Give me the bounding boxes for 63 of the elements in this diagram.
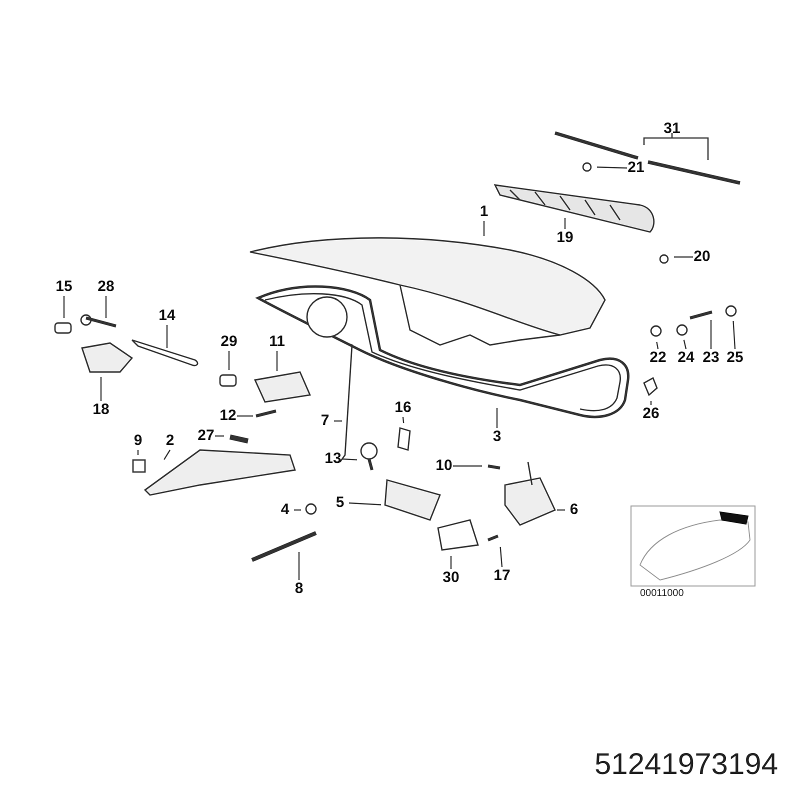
callout-number: 23 [698, 349, 724, 367]
leader-line [683, 340, 687, 350]
leader-line [237, 415, 253, 417]
drawing-number: 00011000 [640, 588, 684, 599]
leader-line [402, 416, 404, 424]
leader-line [348, 502, 382, 506]
leader-line [298, 552, 300, 580]
leader-line [656, 342, 659, 350]
leader-line [710, 320, 712, 349]
callout-number: 26 [638, 405, 664, 423]
callout-number: 31 [659, 120, 685, 138]
callout-number: 10 [431, 457, 457, 475]
callout-number: 17 [489, 567, 515, 585]
leader-line [453, 465, 482, 467]
leader-line [137, 450, 139, 455]
leader-line [105, 296, 107, 318]
callout-number: 2 [157, 432, 183, 450]
callout-number: 3 [484, 428, 510, 446]
callout-number: 13 [320, 450, 346, 468]
part-number: 51241973194 [594, 748, 778, 782]
leader-line [732, 320, 736, 350]
callout-number: 16 [390, 399, 416, 417]
leader-line [496, 408, 498, 428]
callout-number: 27 [193, 427, 219, 445]
leader-line [276, 351, 278, 371]
leader-line [483, 221, 485, 236]
leader-line [215, 435, 224, 437]
callout-number: 1 [471, 203, 497, 221]
leader-line [564, 218, 566, 229]
leader-line [450, 556, 452, 569]
callout-number: 21 [623, 159, 649, 177]
leader-line [164, 450, 171, 460]
callout-number: 25 [722, 349, 748, 367]
callout-number: 12 [215, 407, 241, 425]
leader-line [294, 509, 301, 511]
callout-number: 9 [125, 432, 151, 450]
callout-number: 29 [216, 333, 242, 351]
callout-number: 7 [312, 412, 338, 430]
callout-number: 4 [272, 501, 298, 519]
callout-number: 22 [645, 349, 671, 367]
callout-number: 5 [327, 494, 353, 512]
callout-number: 19 [552, 229, 578, 247]
leader-line [596, 166, 628, 169]
callout-number: 18 [88, 401, 114, 419]
leader-line [334, 420, 342, 422]
leader-line [342, 458, 358, 460]
callout-number: 15 [51, 278, 77, 296]
callout-number: 20 [689, 248, 715, 266]
callout-number: 11 [264, 333, 290, 351]
callout-number: 28 [93, 278, 119, 296]
leader-line [166, 325, 168, 348]
leader-line [674, 256, 693, 258]
callout-number: 14 [154, 307, 180, 325]
callout-number: 30 [438, 569, 464, 587]
leader-line [228, 351, 230, 370]
leader-line [100, 377, 102, 401]
callout-number: 8 [286, 580, 312, 598]
callout-number: 24 [673, 349, 699, 367]
leader-line [557, 509, 565, 511]
callout-number: 6 [561, 501, 587, 519]
leader-line [63, 296, 65, 318]
leader-line [650, 401, 652, 405]
leader-line [500, 546, 503, 568]
